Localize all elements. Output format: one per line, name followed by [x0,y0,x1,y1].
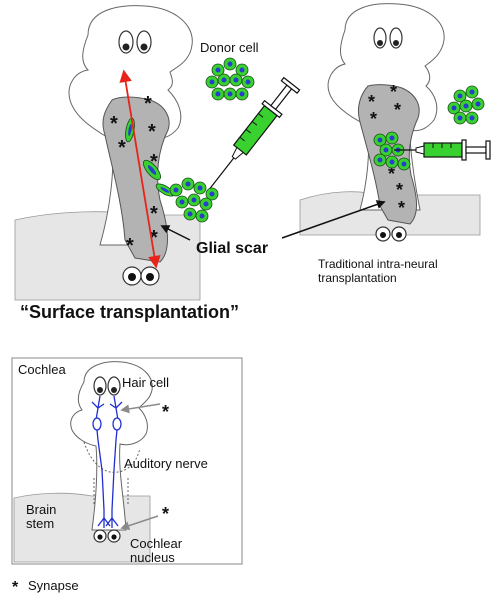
svg-text:*: * [388,164,395,184]
left-syringe [205,76,301,194]
brain-stem-label-line2: stem [26,516,54,531]
legend-spiral-ganglion-neurons [91,395,123,528]
svg-text:*: * [144,93,152,115]
legend-upper-synapse-arrow [120,403,161,414]
legend-dashed-region [83,441,141,473]
legend-hair-cells [93,376,121,396]
legend-lower-asterisk: * [162,504,169,524]
svg-text:*: * [126,235,134,257]
right-glial-scar-arrow [281,200,386,239]
cochlear-nucleus-label-line2: nucleus [130,550,175,565]
svg-text:*: * [396,180,403,200]
svg-text:*: * [150,203,158,225]
legend-upper-asterisk: * [162,402,169,422]
right-hair-cells [373,27,403,49]
left-glial-scar-arrow [160,225,191,241]
left-donor-cluster-top [205,57,255,101]
legend-cochlear-nucleus [93,529,121,543]
svg-text:*: * [394,100,401,120]
legend-lower-synapse-arrow [120,515,159,530]
traditional-label-line2: transplantation [318,271,397,285]
synapse-legend-label: Synapse [28,578,79,593]
legend-dashed-lines [93,478,129,506]
anatomy-legend-panel: * * [11,357,243,565]
traditional-label-line1: Traditional intra-neural [318,257,438,271]
legend-cochlea-outline [70,361,153,531]
hair-cell-label: Hair cell [122,375,169,390]
svg-text:*: * [390,82,397,102]
right-syringe [394,139,491,161]
synapse-legend-asterisk: * [12,579,19,596]
right-cochlear-nucleus [375,226,407,242]
traditional-transplant-panel: * * * * * * * [281,3,491,242]
svg-text:*: * [368,92,375,112]
right-donor-cluster [447,85,485,125]
svg-text:*: * [370,109,377,129]
glial-scar-label: Glial scar [196,240,268,257]
cochlear-nucleus-label-line1: Cochlear [130,536,183,551]
cochlea-label: Cochlea [18,362,66,377]
auditory-nerve-label: Auditory nerve [124,456,208,471]
surface-transplantation-title: “Surface transplantation” [20,302,239,322]
brain-stem-label-line1: Brain [26,502,56,517]
left-hair-cells [118,30,152,54]
svg-text:*: * [118,137,126,159]
right-synapse-asterisks: * * * * * * * [368,82,405,218]
svg-text:*: * [148,121,156,143]
svg-text:*: * [398,198,405,218]
surface-transplant-panel: * * * * * * * * [14,5,301,301]
donor-cell-label: Donor cell [200,40,259,55]
svg-text:*: * [110,113,118,135]
left-red-arrow [119,69,161,269]
